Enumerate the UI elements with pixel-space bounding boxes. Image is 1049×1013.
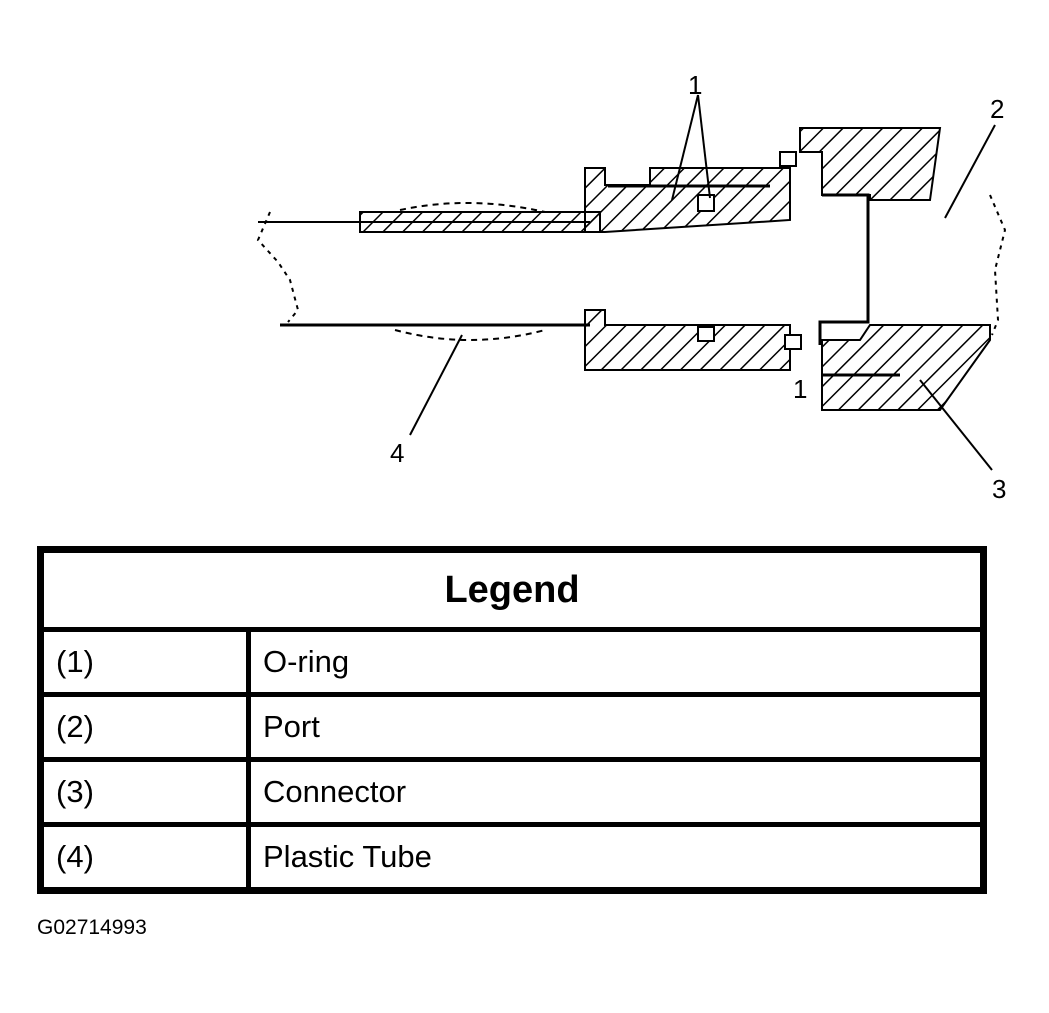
legend-row-number: (2) [38,692,251,762]
legend-row-name: Port [246,692,986,762]
callout-label-4: 4 [390,438,404,468]
connector-cross-section-diagram: 1 1 2 3 4 [256,70,1007,504]
legend-row-number: (1) [38,627,251,697]
port [799,127,1007,411]
legend-row-number: (4) [38,822,251,893]
leader-lines [409,94,996,471]
callout-label-1-lower: 1 [793,374,807,404]
legend-row-name: O-ring [246,627,986,697]
legend-header-row: Legend [38,547,986,632]
legend-title: Legend [38,547,986,632]
callout-label-3: 3 [992,474,1006,504]
legend-row-number: (3) [38,757,251,827]
figure-id: G02714993 [37,916,147,939]
legend-row: (1) O-ring [38,627,986,697]
legend-row: (2) Port [38,692,986,762]
legend-row: (3) Connector [38,757,986,827]
callout-label-2: 2 [990,94,1004,124]
legend-table: Legend (1) O-ring (2) Port (3) Connector… [37,546,987,894]
connector-body [359,167,791,371]
legend-row: (4) Plastic Tube [38,822,986,893]
callout-label-1: 1 [688,70,702,100]
o-ring [697,151,802,350]
legend-row-name: Connector [246,757,986,827]
legend-row-name: Plastic Tube [246,822,986,893]
